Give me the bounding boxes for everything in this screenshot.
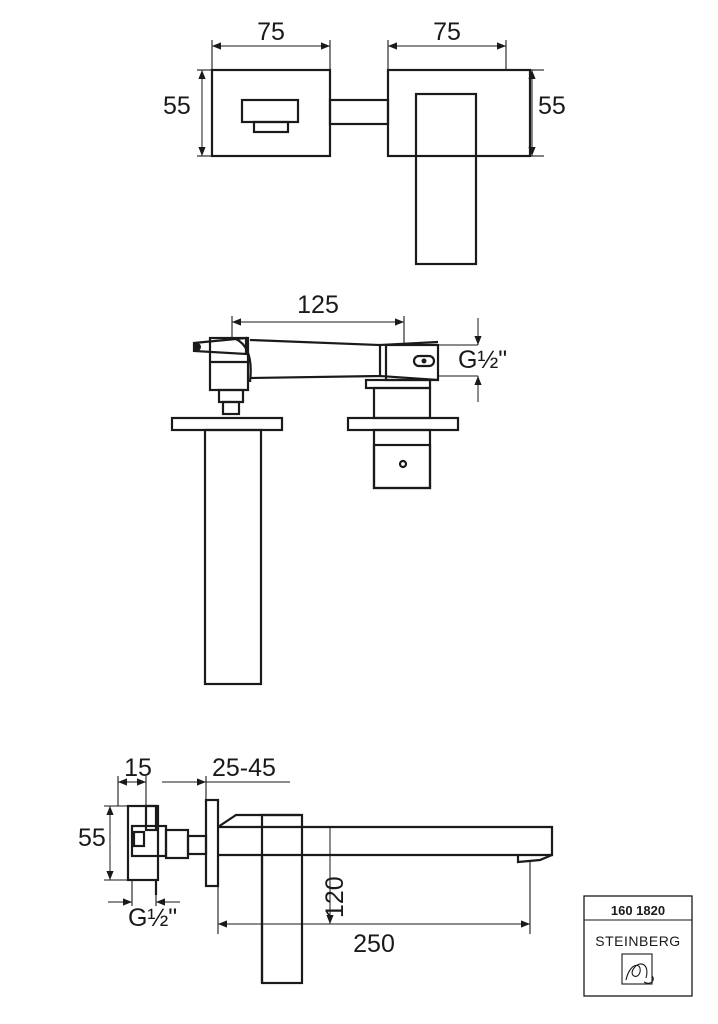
front-thread-label: G½" [458, 346, 507, 374]
title-block-frame [583, 895, 693, 997]
spout-tip [516, 853, 553, 864]
top-right-width-label: 75 [433, 18, 461, 46]
lever-handle-top [240, 98, 300, 124]
top-left-height-label: 55 [163, 92, 191, 120]
side-wall-range-label: 25-45 [212, 754, 276, 782]
side-view: 15 25-45 55 G½" 120 250 [78, 754, 554, 985]
side-wall-plate [204, 798, 220, 888]
left-plate [210, 68, 332, 158]
front-spout-length-label: 125 [297, 291, 339, 319]
side-spout-drop-label: 120 [321, 876, 349, 918]
right-plate [386, 68, 532, 158]
valve-housing [126, 804, 160, 882]
aerator [412, 354, 436, 368]
front-view: 125 G½" [170, 291, 507, 686]
mixer-body [208, 336, 250, 392]
front-left-plate [170, 416, 284, 432]
product-code: 160 1820 [611, 903, 665, 918]
spout-top [414, 92, 478, 266]
title-block: 160 1820 STEINBERG [583, 895, 693, 997]
spout-outlet [384, 343, 440, 382]
lever-base-top [252, 120, 290, 134]
side-thread-label: G½" [128, 904, 177, 932]
top-view: 75 75 55 55 [163, 18, 566, 266]
connector-pipe [328, 98, 390, 126]
outlet-box [372, 428, 432, 490]
front-right-plate [346, 416, 460, 432]
top-right-height-label: 55 [538, 92, 566, 120]
brand-name: STEINBERG [595, 933, 680, 949]
spout-arm [249, 338, 382, 380]
side-depth-label: 15 [124, 754, 152, 782]
brand-logo-icon [621, 953, 654, 985]
mixer-box [203, 428, 263, 686]
top-left-width-label: 75 [257, 18, 285, 46]
side-spout [218, 825, 554, 857]
side-spout-reach-label: 250 [353, 930, 395, 958]
side-body-box [260, 813, 304, 985]
side-plate-height-label: 55 [78, 824, 106, 852]
